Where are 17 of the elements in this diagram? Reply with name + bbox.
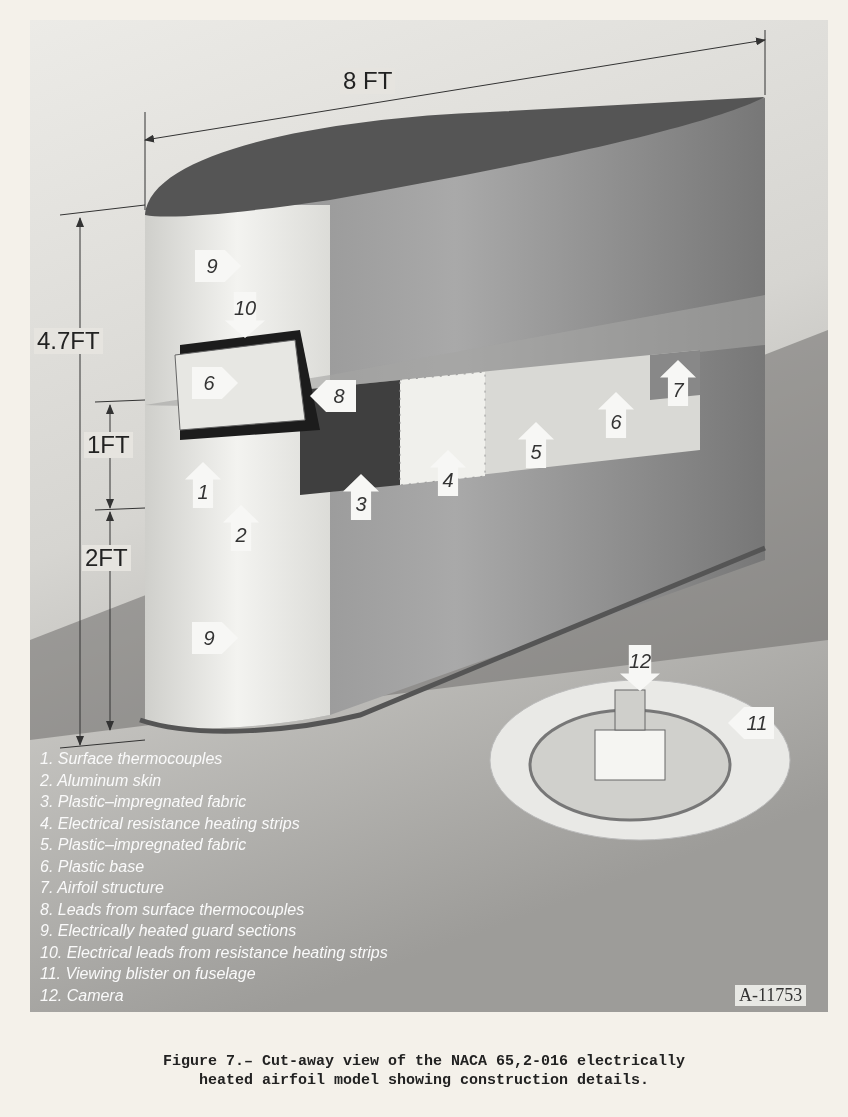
photo-number: A-11753	[735, 985, 807, 1006]
legend-entry: 2. Aluminum skin	[40, 771, 162, 790]
dimension-label: 1FT	[84, 432, 133, 458]
legend-entry: 10. Electrical leads from resistance heating strips	[40, 943, 388, 962]
legend-entry: 9. Electrically heated guard sections	[40, 922, 297, 940]
legend-entry: 3. Plastic–impregnated fabric	[40, 793, 247, 811]
legend-entry: 8. Leads from surface thermocouples	[40, 900, 305, 919]
dimension-label: 4.7FT	[34, 328, 103, 354]
legend-entry: 12. Camera	[40, 986, 124, 1005]
dimension-label: 2FT	[82, 545, 131, 571]
legend-entry: 11. Viewing blister on fuselage	[40, 965, 256, 983]
figure-caption: Figure 7.– Cut-away view of the NACA 65,2-016 electrically heated airfoil model showing construction details.	[161, 1052, 687, 1090]
legend-entry: 7. Airfoil structure	[40, 879, 164, 897]
legend-entry: 6. Plastic base	[40, 857, 145, 876]
legend-entry: 4. Electrical resistance heating strips	[40, 814, 300, 833]
legend-entry: 5. Plastic–impregnated fabric	[40, 836, 247, 854]
legend-entry: 1. Surface thermocouples	[40, 750, 223, 768]
